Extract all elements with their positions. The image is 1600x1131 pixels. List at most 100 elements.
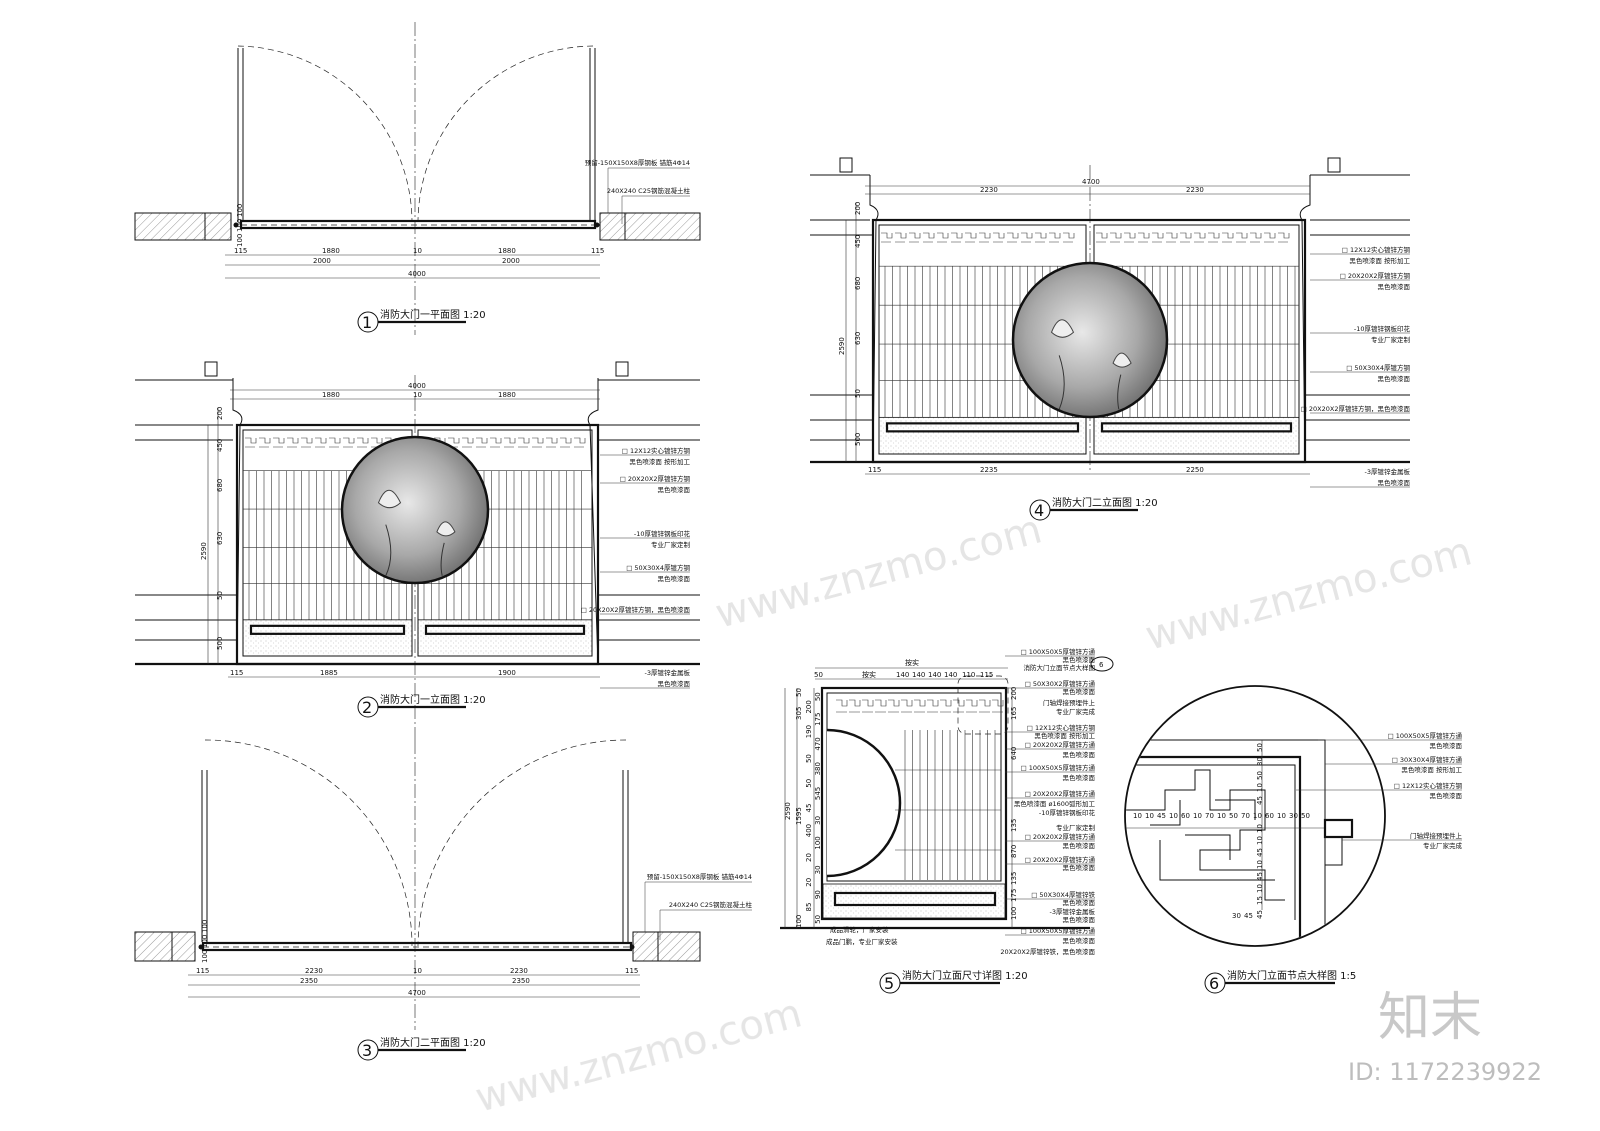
dimension-label: 10 [1193,812,1202,820]
annotation-label: □ 20X20X2厚镀锌方钢 [1340,271,1411,280]
fret-pattern [490,437,502,448]
fret-pattern [273,437,285,448]
annotation-label: 成品滑轮，厂家安装 [830,925,889,934]
annotation-label: □ 12X12实心镀锌方钢 [1027,723,1096,732]
view-number: 6 [1209,974,1219,993]
dimension-label: 50 [216,591,224,600]
dimension-label: 45 [1256,872,1264,881]
view-3-title: 3 消防大门二平面图 1:20 [357,1036,486,1061]
dimension-label: 175 [814,713,822,726]
annotation-label: □ 50X30X2厚镀锌方通 [1025,679,1096,688]
dimension-label: 175 [1010,889,1018,902]
fret-pattern [1110,232,1122,243]
dimension-label: 165 [1010,707,1018,720]
fret-pattern [315,437,327,448]
annotation-label: 预留-150X150X8厚钢板 锚筋4Φ14 [585,158,690,167]
view-4-elevation [810,157,1410,470]
annotation-label: □ 12X12实心镀锌方钢 [1394,781,1463,790]
dimension-label: 870 [1010,845,1018,858]
view-title: 消防大门二立面图 1:20 [1052,496,1158,509]
annotation-label: 黑色喷漆面 ø1600弧形加工 [1014,799,1096,808]
dimension-label: 100 [236,234,244,247]
view-title: 消防大门一立面图 1:20 [380,693,486,706]
annotation-label: □ 20X20X2厚镀锌方通 [1025,832,1096,841]
view-5-detail-elevation [780,675,1090,930]
fret-pattern [1035,232,1047,243]
annotation-label: -10厚镀锌钢板印花 [1354,324,1411,333]
dimension-label: 500 [854,433,862,446]
view-number: 4 [1034,501,1044,520]
dimension-label: 15 [1256,896,1264,905]
watermark-text: www.znzmo.com [711,506,1047,637]
callout-number: 6 [1099,661,1104,669]
view-2-title: 2 消防大门一立面图 1:20 [357,693,486,718]
annotation-label: □ 20X20X2厚镀锌方通 [1025,740,1096,749]
annotation-label: 黑色喷漆面 [1378,282,1411,291]
annotation-label: 专业厂家定制 [1056,823,1096,832]
annotation-label: 黑色喷漆面 [1430,791,1463,800]
annotation-label: 黑色喷漆面 [658,679,691,688]
dimension-label: 2350 [512,977,530,985]
annotation-label: -10厚镀锌钢板印花 [634,529,691,538]
view-title: 消防大门立面节点大样图 1:5 [1227,969,1356,982]
dimension-label: 50 [1301,812,1310,820]
fret-pattern [476,437,488,448]
dimension-label: 50 [814,915,822,924]
dimension-label: 20 [805,878,813,887]
dimension-label: 100 [201,935,209,948]
fret-pattern [518,437,530,448]
view-title: 消防大门一平面图 1:20 [380,308,486,321]
dimension-label: 45 [1244,912,1253,920]
annotation-label: 黑色喷漆面 [1378,478,1411,487]
view-title: 消防大门立面尺寸详图 1:20 [902,969,1028,982]
dimension-label: 按实 [862,670,876,679]
watermark-logo: 知末 ID: 1172239922 [1348,988,1542,1086]
fret-pattern [909,232,921,243]
watermark-logo-text: 知末 [1378,988,1482,1048]
lotus-painting [1011,261,1169,419]
annotation-label: 黑色喷漆面 [1063,750,1096,759]
annotation-label: 黑色喷漆面 [1063,863,1096,872]
fret-pattern [927,699,939,713]
view-number: 2 [362,698,372,717]
dimension-label: 45 [1256,796,1264,805]
view-6-title: 6 消防大门立面节点大样图 1:5 [1204,969,1356,994]
annotation-label: 黑色喷漆面 [1063,773,1096,782]
view-2-elevation [135,361,700,740]
fret-pattern [965,232,977,243]
dimension-label: 10 [413,247,422,255]
dimension-label: 200 [854,202,862,215]
fret-pattern [1096,232,1108,243]
fret-pattern [343,437,355,448]
view-5-title: 5 消防大门立面尺寸详图 1:20 [879,969,1028,994]
annotation-label: □ 20X20X2厚镀锌方钢，黑色喷漆面 [1301,404,1411,413]
dimension-label: 4000 [408,270,426,278]
annotation-label: □ 20X20X2厚镀锌方通 [1025,855,1096,864]
dimension-label: 2590 [200,542,208,560]
dimension-label: 30 [814,865,822,874]
bottom-rail [885,422,1080,433]
dimension-label: 140 [944,671,957,679]
lotus-flower [436,521,456,537]
annotation-label: 黑色喷漆面 [1378,374,1411,383]
fret-pattern [1124,232,1136,243]
dimension-label: 640 [1010,747,1018,760]
dimension-label: 45 [1157,812,1166,820]
fret-pattern [329,437,341,448]
dimension-label: 10 [413,391,422,399]
view-5-callout: 6 [1090,656,1114,672]
dimension-label: 10 [1217,812,1226,820]
fret-pattern [992,699,1004,713]
annotation-label: 门轴焊接预埋件上 [1043,698,1096,707]
fret-pattern [462,437,474,448]
dimension-label: 115 [230,669,243,677]
fret-pattern [1236,232,1248,243]
dimension-label: 100 [236,219,244,232]
dimension-label: 630 [854,332,862,345]
dimension-label: 1885 [320,669,338,677]
dimension-label: 135 [1010,872,1018,885]
dimension-label: 140 [928,671,941,679]
fret-pattern [966,699,978,713]
